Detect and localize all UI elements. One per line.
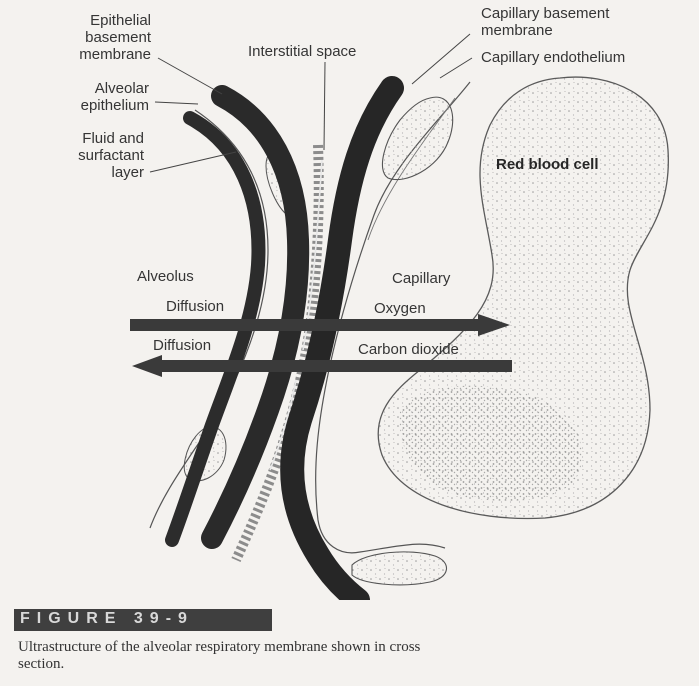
- co2-arrow-shaft: [160, 360, 512, 372]
- label-line: layer: [78, 164, 144, 181]
- leader-interstitial-space: [324, 62, 325, 150]
- endothelial-nucleus-bottom: [352, 552, 446, 585]
- leader-epithelial-basement: [158, 58, 222, 94]
- label-red-blood-cell: Red blood cell: [496, 156, 599, 173]
- leader-alveolar-epithelium: [155, 102, 198, 104]
- leader-capillary-endothelium: [440, 58, 472, 78]
- figure-label: FIGURE 39-9: [20, 610, 194, 628]
- label-capillary-basement-membrane: Capillary basement membrane: [481, 5, 609, 39]
- label-line: Alveolar: [81, 80, 149, 97]
- label-interstitial-space: Interstitial space: [248, 43, 356, 60]
- label-alveolus: Alveolus: [137, 268, 194, 285]
- caption-line: Ultrastructure of the alveolar respirato…: [18, 639, 658, 656]
- label-line: surfactant: [78, 147, 144, 164]
- leader-capillary-basement: [412, 34, 470, 84]
- label-line: membrane: [481, 22, 609, 39]
- label-capillary: Capillary: [392, 270, 450, 287]
- label-line: membrane: [79, 46, 151, 63]
- endothelial-nucleus-top: [382, 97, 452, 179]
- label-carbon-dioxide: Carbon dioxide: [358, 341, 459, 358]
- label-line: Capillary basement: [481, 5, 609, 22]
- label-fluid-surfactant-layer: Fluid and surfactant layer: [78, 130, 144, 181]
- label-capillary-endothelium: Capillary endothelium: [481, 49, 625, 66]
- label-line: basement: [79, 29, 151, 46]
- label-diffusion-bottom: Diffusion: [153, 337, 211, 354]
- label-alveolar-epithelium: Alveolar epithelium: [81, 80, 149, 114]
- label-diffusion-top: Diffusion: [166, 298, 224, 315]
- co2-arrow-head: [132, 355, 162, 377]
- label-oxygen: Oxygen: [374, 300, 426, 317]
- label-line: Epithelial: [79, 12, 151, 29]
- oxygen-arrow-shaft: [130, 319, 480, 331]
- label-line: Fluid and: [78, 130, 144, 147]
- caption-line: section.: [18, 656, 658, 673]
- leader-fluid-surfactant: [150, 152, 236, 172]
- label-line: epithelium: [81, 97, 149, 114]
- label-epithelial-basement-membrane: Epithelial basement membrane: [79, 12, 151, 63]
- figure-caption: Ultrastructure of the alveolar respirato…: [18, 639, 658, 673]
